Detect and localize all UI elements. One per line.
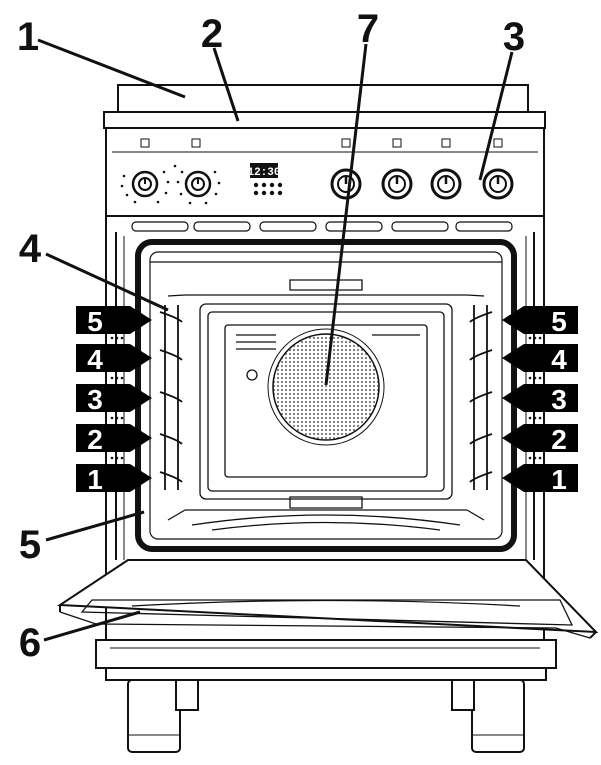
knob-symbols <box>140 138 503 148</box>
hob-knob-4[interactable] <box>482 168 514 200</box>
shelf-level-label: 1 <box>551 464 567 495</box>
shelf-level-tag: 1 <box>502 464 578 495</box>
shelf-rails-right <box>469 305 493 490</box>
shelf-level-label: 2 <box>551 424 567 455</box>
callout-2: 2 <box>201 12 223 56</box>
shelf-level-label: 4 <box>551 344 567 375</box>
shelf-levels-right: 5 4 3 2 1 <box>502 306 578 495</box>
fan-cover <box>267 328 385 446</box>
callout-1: 1 <box>17 15 39 59</box>
shelf-level-tag: 5 <box>502 306 578 337</box>
shelf-level-label: 3 <box>87 384 103 415</box>
shelf-level-label: 2 <box>87 424 103 455</box>
oven-cavity <box>150 261 502 531</box>
shelf-level-tag: 1 <box>76 464 152 495</box>
callout-6: 6 <box>19 621 41 665</box>
knob-scale-marks <box>120 164 221 205</box>
oven-door-open <box>56 559 599 639</box>
shelf-level-tag: 2 <box>502 424 578 455</box>
shelf-level-label: 5 <box>87 306 103 337</box>
shelf-level-tag: 5 <box>76 306 152 337</box>
shelf-level-tag: 4 <box>502 344 578 375</box>
clock-display-text: 12:30 <box>247 167 280 179</box>
shelf-level-tag: 3 <box>76 384 152 415</box>
vent-slots <box>131 221 513 232</box>
hob-knob-1[interactable] <box>330 168 362 200</box>
shelf-level-label: 4 <box>87 344 103 375</box>
oven-function-knob[interactable] <box>131 170 159 198</box>
hob-knob-2[interactable] <box>381 168 413 200</box>
callout-4: 4 <box>19 227 42 271</box>
callouts: 1 2 7 3 4 5 6 <box>17 7 525 665</box>
shelf-levels-left: 5 4 3 2 1 <box>76 306 152 495</box>
level-marker-dots <box>110 336 542 460</box>
control-panel: 12:30 <box>105 127 545 232</box>
adjustable-feet <box>127 679 525 753</box>
callout-leaders <box>37 38 514 642</box>
shelf-level-label: 5 <box>551 306 567 337</box>
hob-knob-3[interactable] <box>430 168 462 200</box>
shelf-rails-left <box>159 305 183 490</box>
timer-buttons[interactable] <box>253 182 283 196</box>
callout-7: 7 <box>357 7 379 51</box>
thermostat-knob[interactable] <box>184 170 212 198</box>
cooker-base <box>95 639 557 681</box>
callout-5: 5 <box>19 523 41 567</box>
shelf-level-tag: 2 <box>76 424 152 455</box>
shelf-level-label: 3 <box>551 384 567 415</box>
shelf-level-tag: 3 <box>502 384 578 415</box>
shelf-level-label: 1 <box>87 464 103 495</box>
clock-display: 12:30 <box>247 163 281 179</box>
shelf-level-tag: 4 <box>76 344 152 375</box>
callout-3: 3 <box>503 15 525 59</box>
